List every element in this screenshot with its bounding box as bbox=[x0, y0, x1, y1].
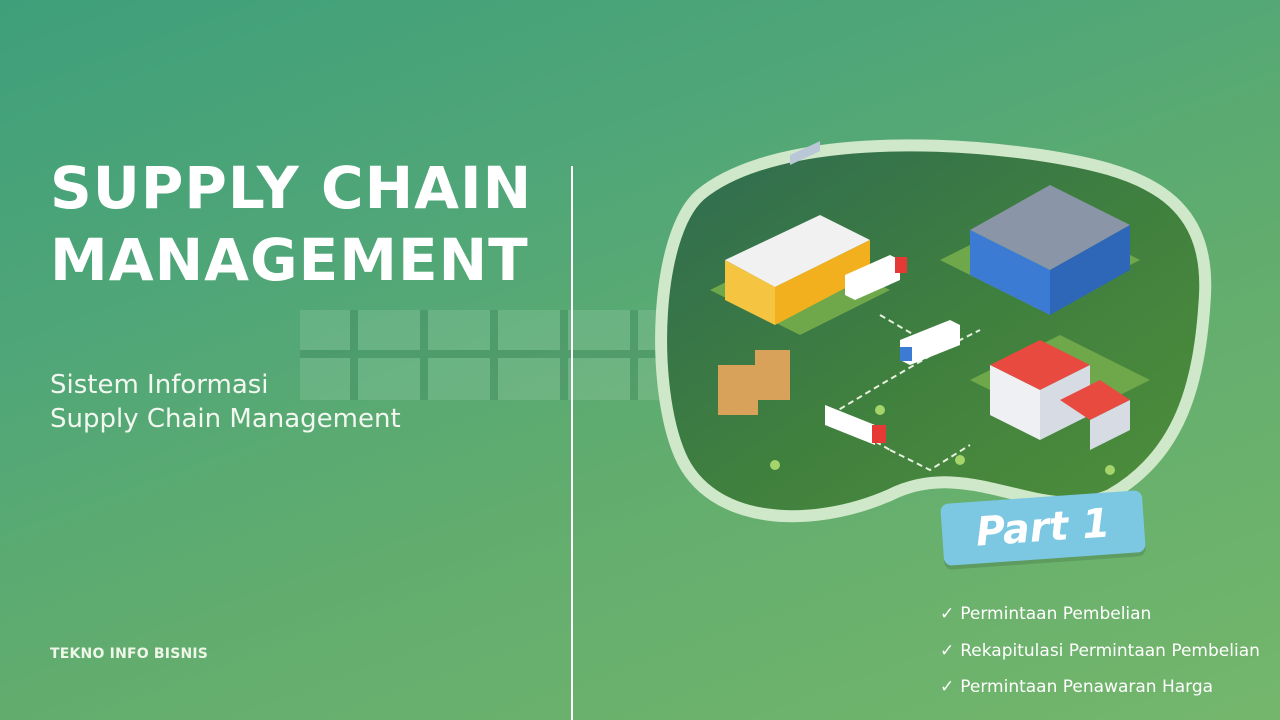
subtitle-line-2: Supply Chain Management bbox=[50, 404, 401, 434]
warehouse-blue bbox=[970, 185, 1130, 315]
title-line-2: MANAGEMENT bbox=[50, 226, 529, 294]
check-icon: ✓ bbox=[940, 640, 955, 661]
supply-chain-illustration bbox=[655, 139, 1212, 523]
brand-label: TEKNO INFO BISNIS bbox=[50, 646, 209, 662]
truck-2 bbox=[900, 320, 960, 365]
part-badge: Part 1 bbox=[940, 490, 1146, 566]
title-line-1: SUPPLY CHAIN bbox=[50, 154, 533, 222]
subtitle: Sistem Informasi Supply Chain Management bbox=[50, 368, 401, 436]
topic-label: Permintaan Penawaran Harga bbox=[960, 677, 1214, 697]
part-badge-label: Part 1 bbox=[974, 500, 1112, 556]
topic-label: Rekapitulasi Permintaan Pembelian bbox=[960, 640, 1260, 661]
topic-label: Permintaan Pembelian bbox=[960, 604, 1152, 624]
container-ship-background-image bbox=[300, 310, 680, 400]
page-title: SUPPLY CHAIN MANAGEMENT bbox=[50, 152, 532, 296]
check-icon: ✓ bbox=[940, 677, 955, 697]
shelves bbox=[718, 350, 790, 415]
truck-3 bbox=[825, 405, 886, 445]
topic-list: ✓Permintaan Pembelian ✓Rekapitulasi Perm… bbox=[940, 596, 1260, 706]
topic-item: ✓Permintaan Pembelian bbox=[940, 596, 1260, 633]
subtitle-line-1: Sistem Informasi bbox=[50, 370, 269, 400]
warehouse-yellow bbox=[725, 141, 870, 325]
topic-item: ✓Permintaan Penawaran Harga bbox=[940, 669, 1260, 706]
truck-1 bbox=[845, 255, 907, 300]
vertical-divider bbox=[571, 166, 573, 720]
topic-item: ✓Rekapitulasi Permintaan Pembelian bbox=[940, 633, 1260, 670]
house bbox=[990, 340, 1130, 450]
check-icon: ✓ bbox=[940, 604, 955, 624]
